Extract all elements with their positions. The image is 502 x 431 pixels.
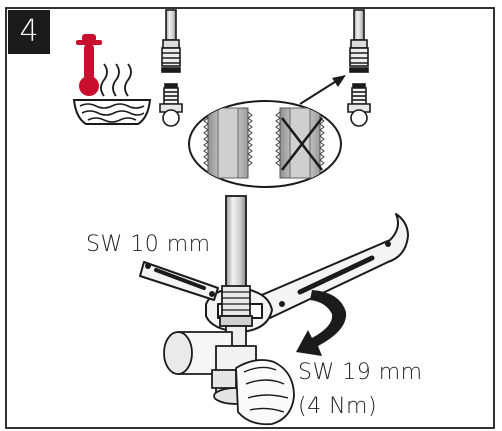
panel-border bbox=[5, 7, 495, 429]
thread-ok-icon bbox=[203, 107, 253, 179]
supply-pipe bbox=[219, 195, 253, 327]
thermometer-icon bbox=[76, 34, 102, 96]
step-number-badge: 4 bbox=[8, 10, 50, 54]
wrench-size-label-small: SW 10 mm bbox=[86, 232, 211, 257]
thread-detail-lens bbox=[188, 100, 342, 188]
thread-crossed-icon bbox=[275, 107, 325, 179]
wrench-sw10 bbox=[139, 261, 219, 301]
torque-label: (4 Nm) bbox=[298, 394, 378, 419]
detail-arrow bbox=[299, 75, 346, 105]
tighten-direction-arrow bbox=[296, 290, 347, 356]
hose-connector-left bbox=[159, 9, 183, 127]
hot-water-icon bbox=[72, 63, 152, 125]
angle-valve bbox=[163, 325, 295, 426]
wrench-size-label-large: SW 19 mm bbox=[298, 360, 423, 385]
hose-connector-right bbox=[347, 9, 371, 127]
